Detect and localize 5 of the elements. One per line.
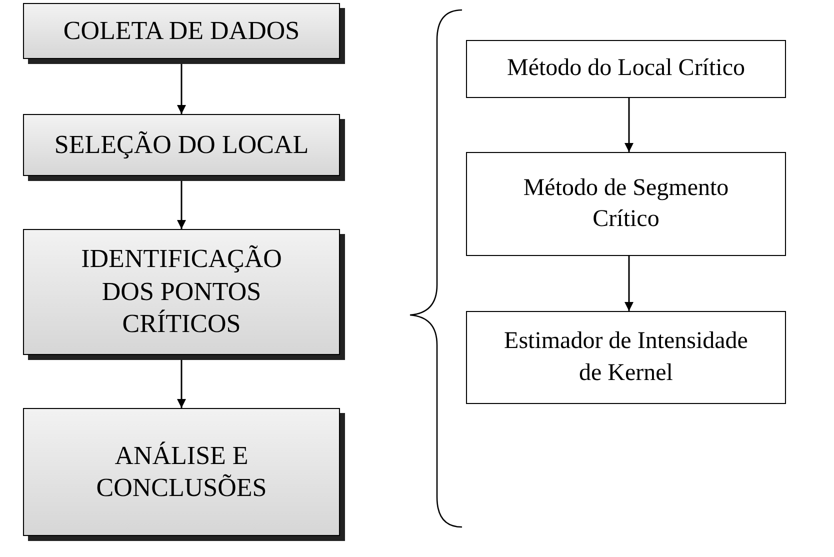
method-box: Estimador de Intensidade de Kernel — [466, 311, 786, 404]
method-box: Método do Local Crítico — [466, 40, 786, 98]
method-box: Método de Segmento Crítico — [466, 152, 786, 256]
arrow — [624, 98, 634, 152]
arrow — [624, 256, 634, 311]
